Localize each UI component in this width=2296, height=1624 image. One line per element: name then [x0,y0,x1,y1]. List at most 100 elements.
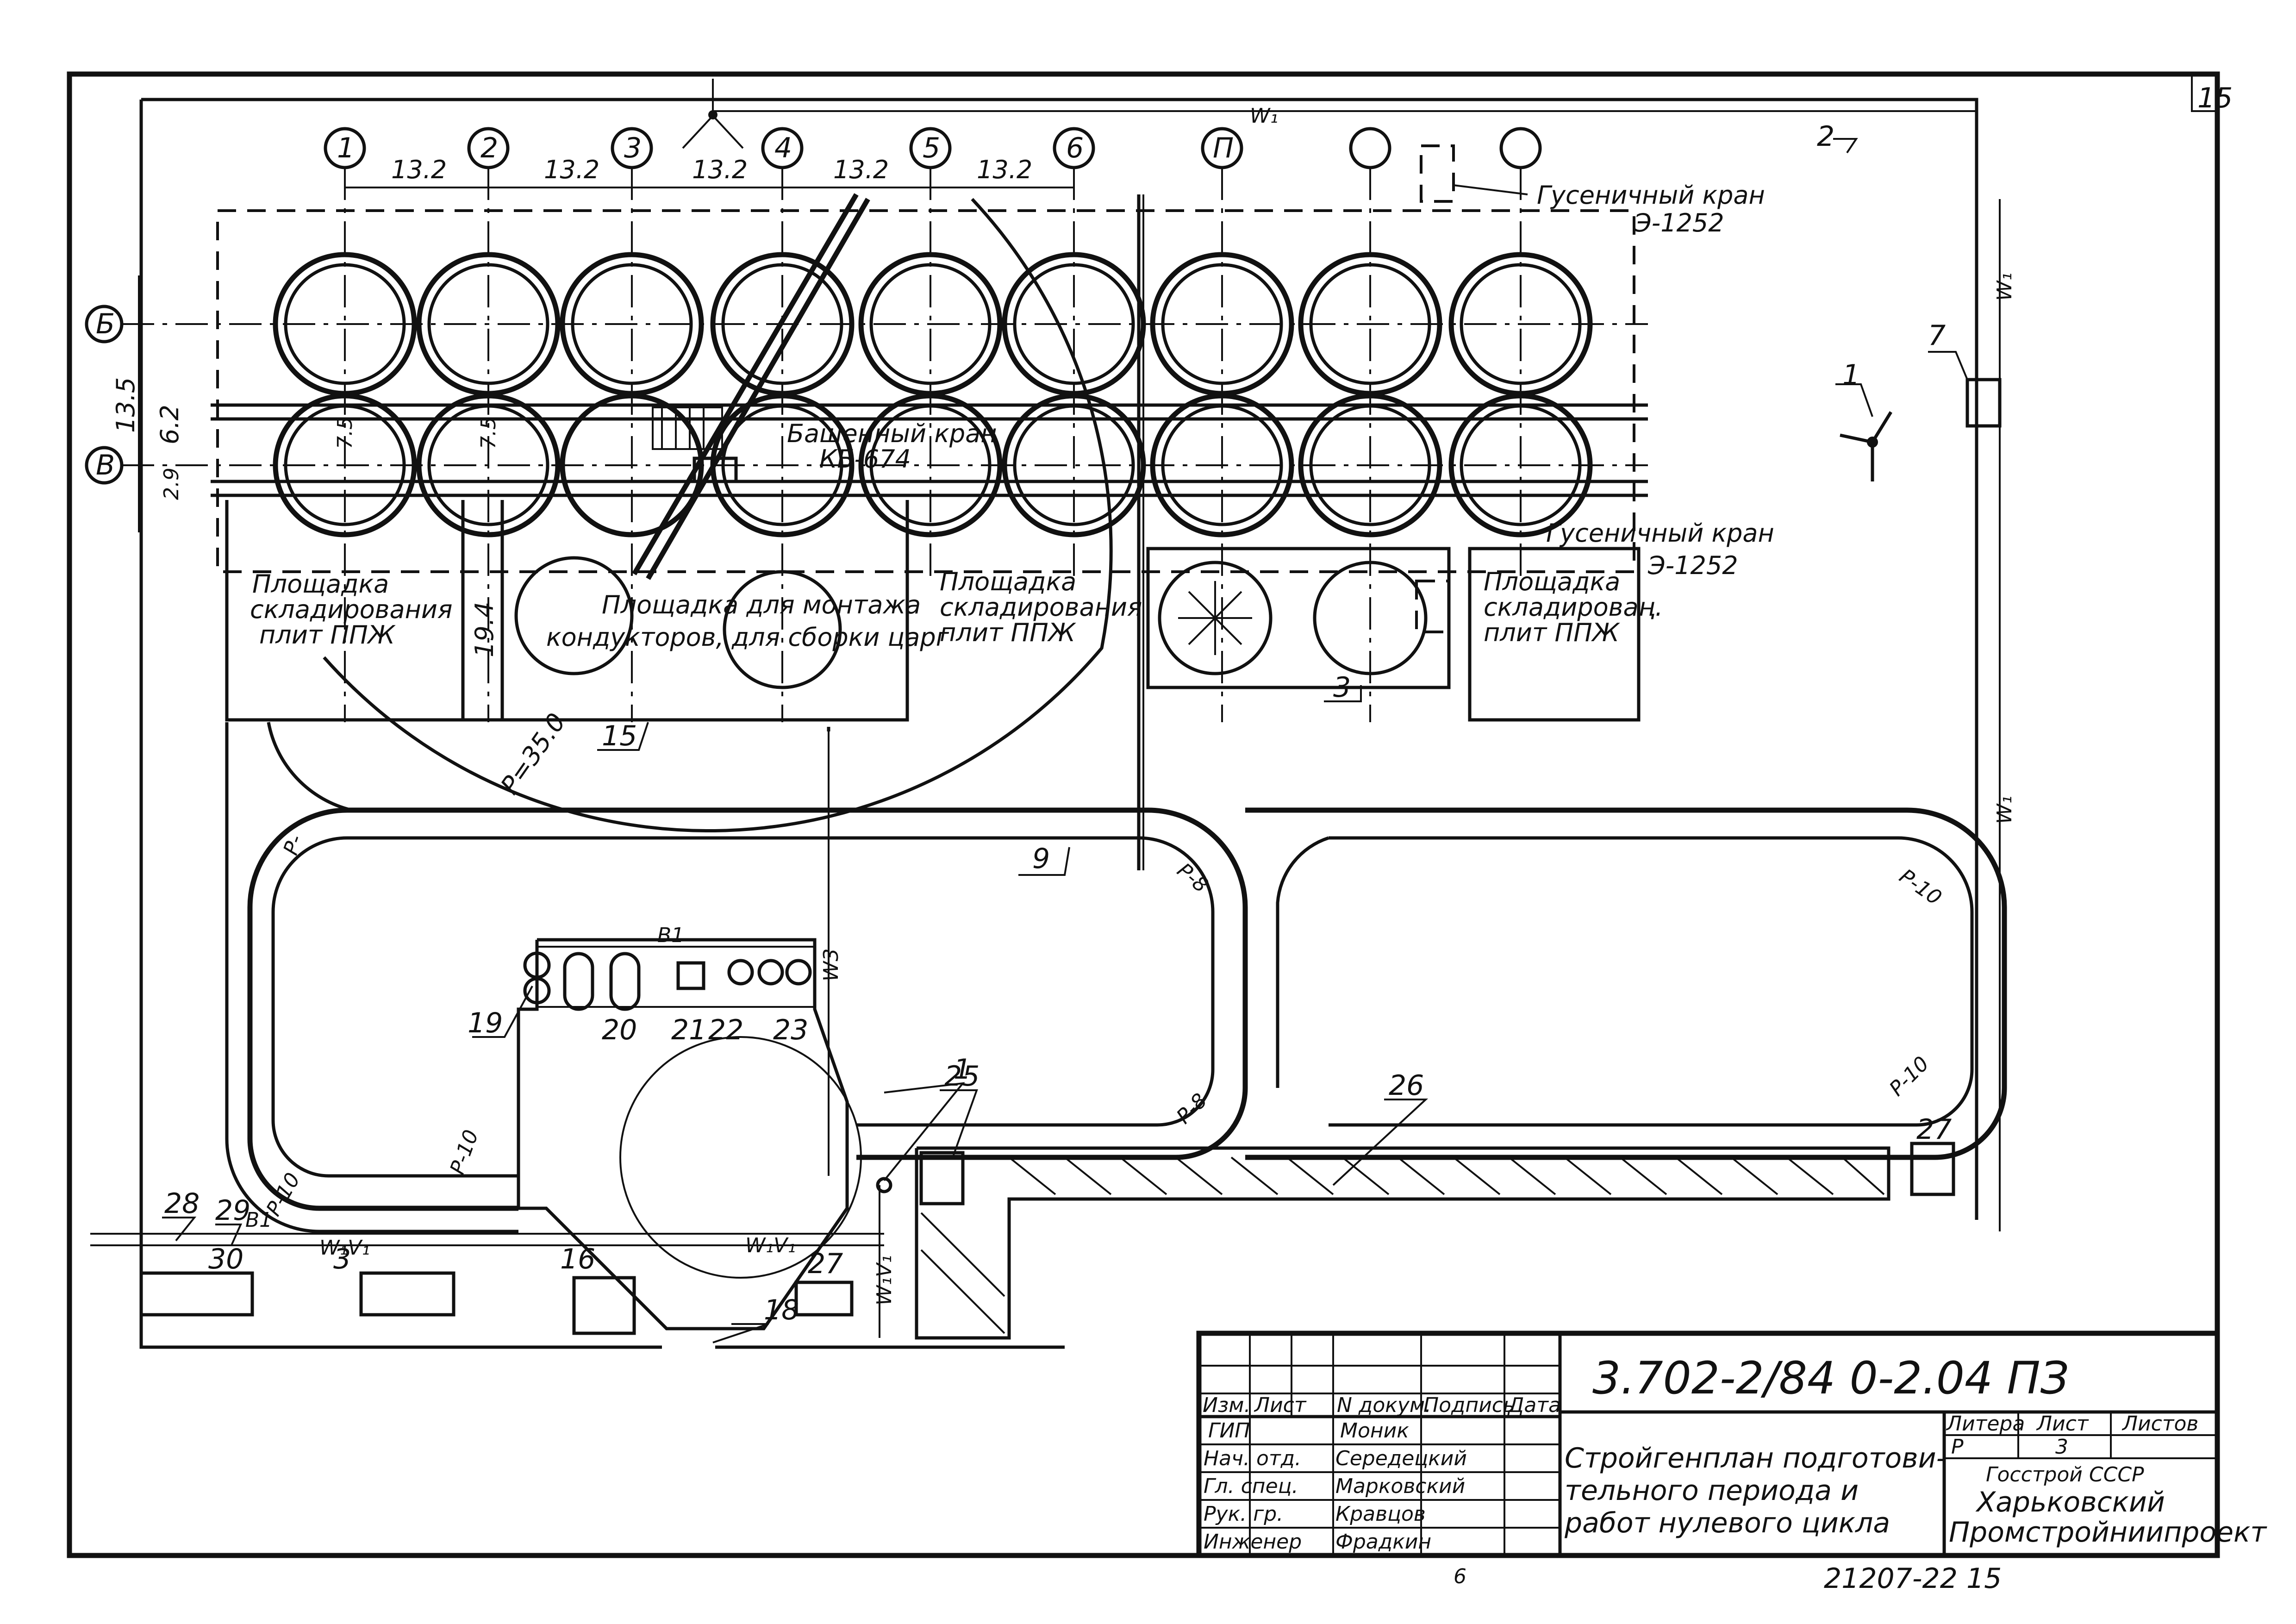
axis-label-5: 5 [923,132,940,164]
title-block [1196,1330,2220,1558]
storage-right-line2: складироваң. [1484,593,1663,622]
tower-crane [323,193,1113,833]
road-radius-5: Р-10 [1885,1052,1934,1101]
spacing-1: 13.2 [391,155,447,184]
bottom-mark: 6 [1454,1565,1466,1588]
org-line2: Харьковский [1975,1486,2165,1518]
callout-22: 22 [708,1014,743,1046]
utility-wv-mid: W₁V₁ [745,1234,796,1257]
utility-v1-top: В1 [657,924,684,947]
radius-label: Р=35.0 [495,708,571,800]
stage-header-list: Лист [2036,1412,2089,1436]
name-5: Фрадкин [1335,1530,1431,1554]
title-line3: работ нулевого цикла [1564,1507,1890,1539]
dim-19-4: 19.4 [470,602,499,657]
storage-mid-line3: плит ППЖ [940,618,1077,647]
header-doc: N докум. [1337,1393,1431,1417]
callout-18: 18 [764,1294,799,1326]
stage-header-listov: Листов [2121,1412,2198,1436]
callout-20: 20 [602,1014,637,1046]
crawler-crane-model-bottom: Э-1252 [1647,551,1738,580]
role-1: ГИП [1208,1419,1250,1443]
title-line2: тельного периода и [1565,1474,1859,1507]
callout-29: 29 [215,1194,250,1227]
utility-wv-vert: W₁V₁ [873,1255,896,1305]
callout-1-bottom: 1 [954,1053,971,1086]
row-dim-2: 6.2 [155,405,184,444]
org-line1: Госстрой СССР [1986,1463,2144,1487]
header-list: Лист [1254,1393,1307,1417]
stage-value-litera: Р [1951,1435,1964,1459]
role-3: Гл. спец. [1204,1474,1298,1498]
temporary-road [225,722,2007,1233]
axis-label-2: 2 [480,132,498,164]
crawler-crane-label-bottom: Гусеничный кран [1546,518,1774,548]
dim-7-5-a: 7.5 [333,417,357,449]
title-line1: Стройгенплан подготови- [1565,1442,1946,1474]
header-izm: Изм. [1203,1393,1251,1417]
callout-9: 9 [1032,843,1050,875]
axis-label-6: 6 [1066,132,1084,164]
storage-right-line1: Площадка [1484,567,1620,596]
sheet-number: 15 [2197,82,2233,114]
role-5: Инженер [1204,1530,1302,1554]
doc-code: 3.702-2/84 0-2.04 ПЗ [1592,1352,2069,1404]
storage-left-line2: складирования [250,595,452,624]
axis-label-4: 4 [774,132,792,164]
callout-2: 2 [1817,120,1834,153]
crawler-crane-top [1420,144,1528,203]
temporary-buildings [139,378,2002,1335]
org-line3: Промстройниипроект [1949,1516,2267,1549]
assembly-line2: кондукторов, для сборки царг [546,623,949,652]
crawler-crane-label-top: Гусеничный кран [1537,181,1765,210]
name-1: Моник [1340,1419,1409,1443]
sheet-number-box [2191,73,2218,112]
storage-mid-line2: складирования [940,593,1142,622]
facilities-area [517,938,862,1330]
utility-v1: В1 [245,1208,272,1232]
dim-7-5-b: 7.5 [477,417,500,449]
road-radius-2: Р-8 [1173,858,1213,897]
callout-7: 7 [1928,319,1946,352]
role-2: Нач. отд. [1204,1447,1301,1470]
name-4: Кравцов [1335,1502,1426,1526]
callout-28: 28 [164,1187,200,1220]
row-axes [85,275,1648,532]
spacing-2: 13.2 [544,155,599,184]
callout-25: 25 [944,1060,980,1093]
column-axes [324,127,1542,722]
assembly-line1: Площадка для монтажа [602,590,921,619]
utility-w-right-1: W₁ [1993,273,2016,301]
spacing-4: 13.2 [833,155,889,184]
callout-3: 3 [1333,671,1351,704]
utility-w-top: W₁ [1250,104,1278,128]
crawler-crane-model-top: Э-1252 [1634,208,1724,237]
header-sign: Подпись [1423,1393,1515,1417]
axis-label-3: 3 [624,132,642,164]
callout-26: 26 [1389,1069,1424,1102]
name-2: Середецкий [1335,1447,1467,1470]
road-radius-3: Р-10 [1895,864,1946,910]
utility-lines [90,110,2001,1338]
axis-label-1: 1 [337,132,355,164]
tower-crane-label: Башенный кран [787,419,997,448]
utility-w3: W3 [819,949,843,982]
storage-mid-line1: Площадка [940,567,1076,596]
tower-crane-model: КБ-674 [819,444,911,474]
axis-label-b: Б [96,308,115,340]
spacing-3: 13.2 [692,155,748,184]
callouts [162,138,1968,1343]
row-dim-1: 13.5 [111,377,140,433]
callout-16: 16 [560,1243,595,1275]
road-radius-7: Р-10 [445,1127,483,1178]
bottom-code: 21207-22 15 [1824,1562,2002,1595]
header-date: Дата [1507,1393,1561,1417]
benchmark-icon [682,79,744,149]
callout-19: 19 [468,1007,503,1039]
axis-label-v: В [96,449,115,481]
utility-wv-left: W₁V₁ [319,1236,370,1260]
role-4: Рук. гр. [1204,1502,1283,1526]
name-3: Марковский [1335,1474,1465,1498]
spacing-5: 13.2 [977,155,1032,184]
